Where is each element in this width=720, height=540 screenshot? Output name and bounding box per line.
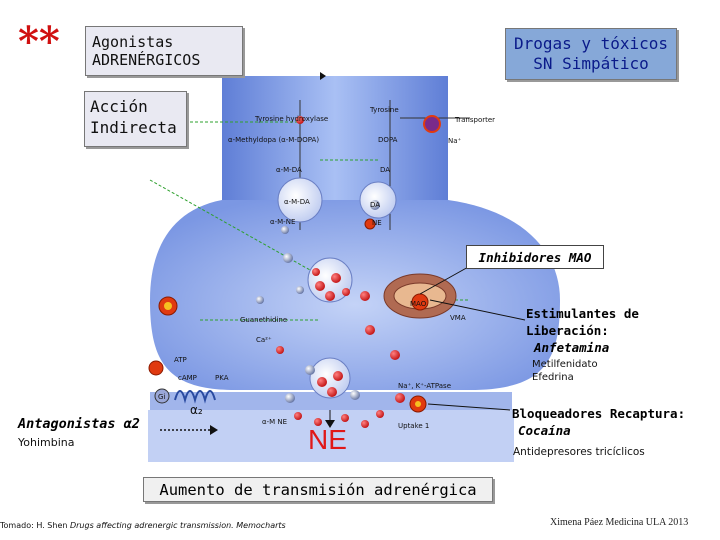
lbl-mao: MAO	[410, 300, 427, 308]
gi-protein-icon	[154, 388, 170, 404]
lbl-tyrosine-hydroxylase: Tyrosine hydroxylase	[254, 115, 328, 123]
antagonistas-label: Antagonistas α2	[18, 416, 140, 432]
lbl-pka: PKA	[215, 374, 229, 382]
lbl-ne: NE	[372, 219, 382, 227]
credit-prefix: Tomado: H. Shen	[0, 521, 70, 530]
estimulantes-line3: Anfetamina	[534, 340, 610, 355]
lbl-dopa: DOPA	[378, 136, 398, 144]
bloqueadores-sub: Antidepresores tricíclicos	[513, 446, 645, 458]
accion-indirecta-box: Acción Indirecta	[84, 91, 187, 147]
lbl-guanethidine: Guanethidine	[240, 316, 287, 324]
nerve-terminal	[150, 200, 560, 390]
bloqueadores-line2: Cocaína	[518, 423, 571, 438]
lbl-ca: Ca²⁺	[256, 336, 272, 344]
drogas-line1: Drogas y tóxicos	[513, 34, 669, 53]
lbl-am-ne: α-M-NE	[270, 218, 295, 226]
lbl-gi: Gi	[158, 393, 165, 401]
lbl-atp: ATP	[174, 356, 187, 364]
estimulantes-sub2: Efedrina	[532, 372, 574, 383]
estimulantes-sub1: Metilfenidato	[532, 359, 598, 370]
bloqueadores-label: Bloqueadores Recaptura: Cocaína	[512, 405, 685, 439]
drogas-box: Drogas y tóxicos SN Simpático	[505, 28, 677, 80]
lbl-am-da-2: α-M-DA	[284, 198, 310, 206]
agonistas-title-box: Agonistas ADRENÉRGICOS	[85, 26, 243, 76]
estimulantes-line1: Estimulantes de	[526, 306, 639, 321]
credit-italic: Drugs affecting adrenergic transmission.…	[69, 521, 286, 530]
ne-center-label: NE	[308, 424, 347, 455]
lbl-da: DA	[380, 166, 390, 174]
accion-line2: Indirecta	[90, 118, 177, 137]
transporter-icon	[423, 115, 441, 133]
accion-line1: Acción	[90, 97, 148, 116]
aumento-box: Aumento de transmisión adrenérgica	[143, 477, 493, 502]
postsynaptic-cell	[148, 410, 514, 462]
lbl-am-da: α-M-DA	[276, 166, 302, 174]
agonistas-line2: ADRENÉRGICOS	[92, 51, 201, 69]
author-text: Ximena Páez Medicina ULA 2013	[550, 517, 689, 528]
estimulantes-label: Estimulantes de Liberación: Anfetamina	[526, 305, 716, 356]
drogas-line2: SN Simpático	[533, 54, 649, 73]
lbl-da-2: DA	[370, 201, 380, 209]
lbl-tyrosine: Tyrosine	[369, 106, 399, 114]
lbl-camp: cAMP	[178, 374, 197, 382]
credit-text: Tomado: H. Shen Drugs affecting adrenerg…	[0, 521, 286, 530]
lbl-transporter: Transporter	[454, 116, 495, 124]
estimulantes-line2: Liberación:	[526, 323, 609, 338]
lbl-atpase: Na⁺, K⁺-ATPase	[398, 382, 451, 390]
agonistas-line1: Agonistas	[92, 33, 174, 51]
lbl-am-ne-cleft: α-M NE	[262, 418, 287, 426]
stars-mark: **	[18, 18, 60, 65]
bloqueadores-line1: Bloqueadores Recaptura:	[512, 406, 686, 421]
lbl-methyldopa: α-Methyldopa (α-M-DOPA)	[228, 136, 319, 144]
estimulantes-sub: Metilfenidato Efedrina	[532, 358, 598, 384]
lbl-uptake: Uptake 1	[398, 422, 429, 430]
lbl-vma: VMA	[450, 314, 466, 322]
antagonistas-sub: Yohimbina	[18, 436, 75, 449]
lbl-alpha2: α₂	[190, 403, 203, 417]
lbl-na: Na⁺	[448, 137, 462, 145]
imao-label: Inhibidores MAO	[466, 245, 604, 269]
